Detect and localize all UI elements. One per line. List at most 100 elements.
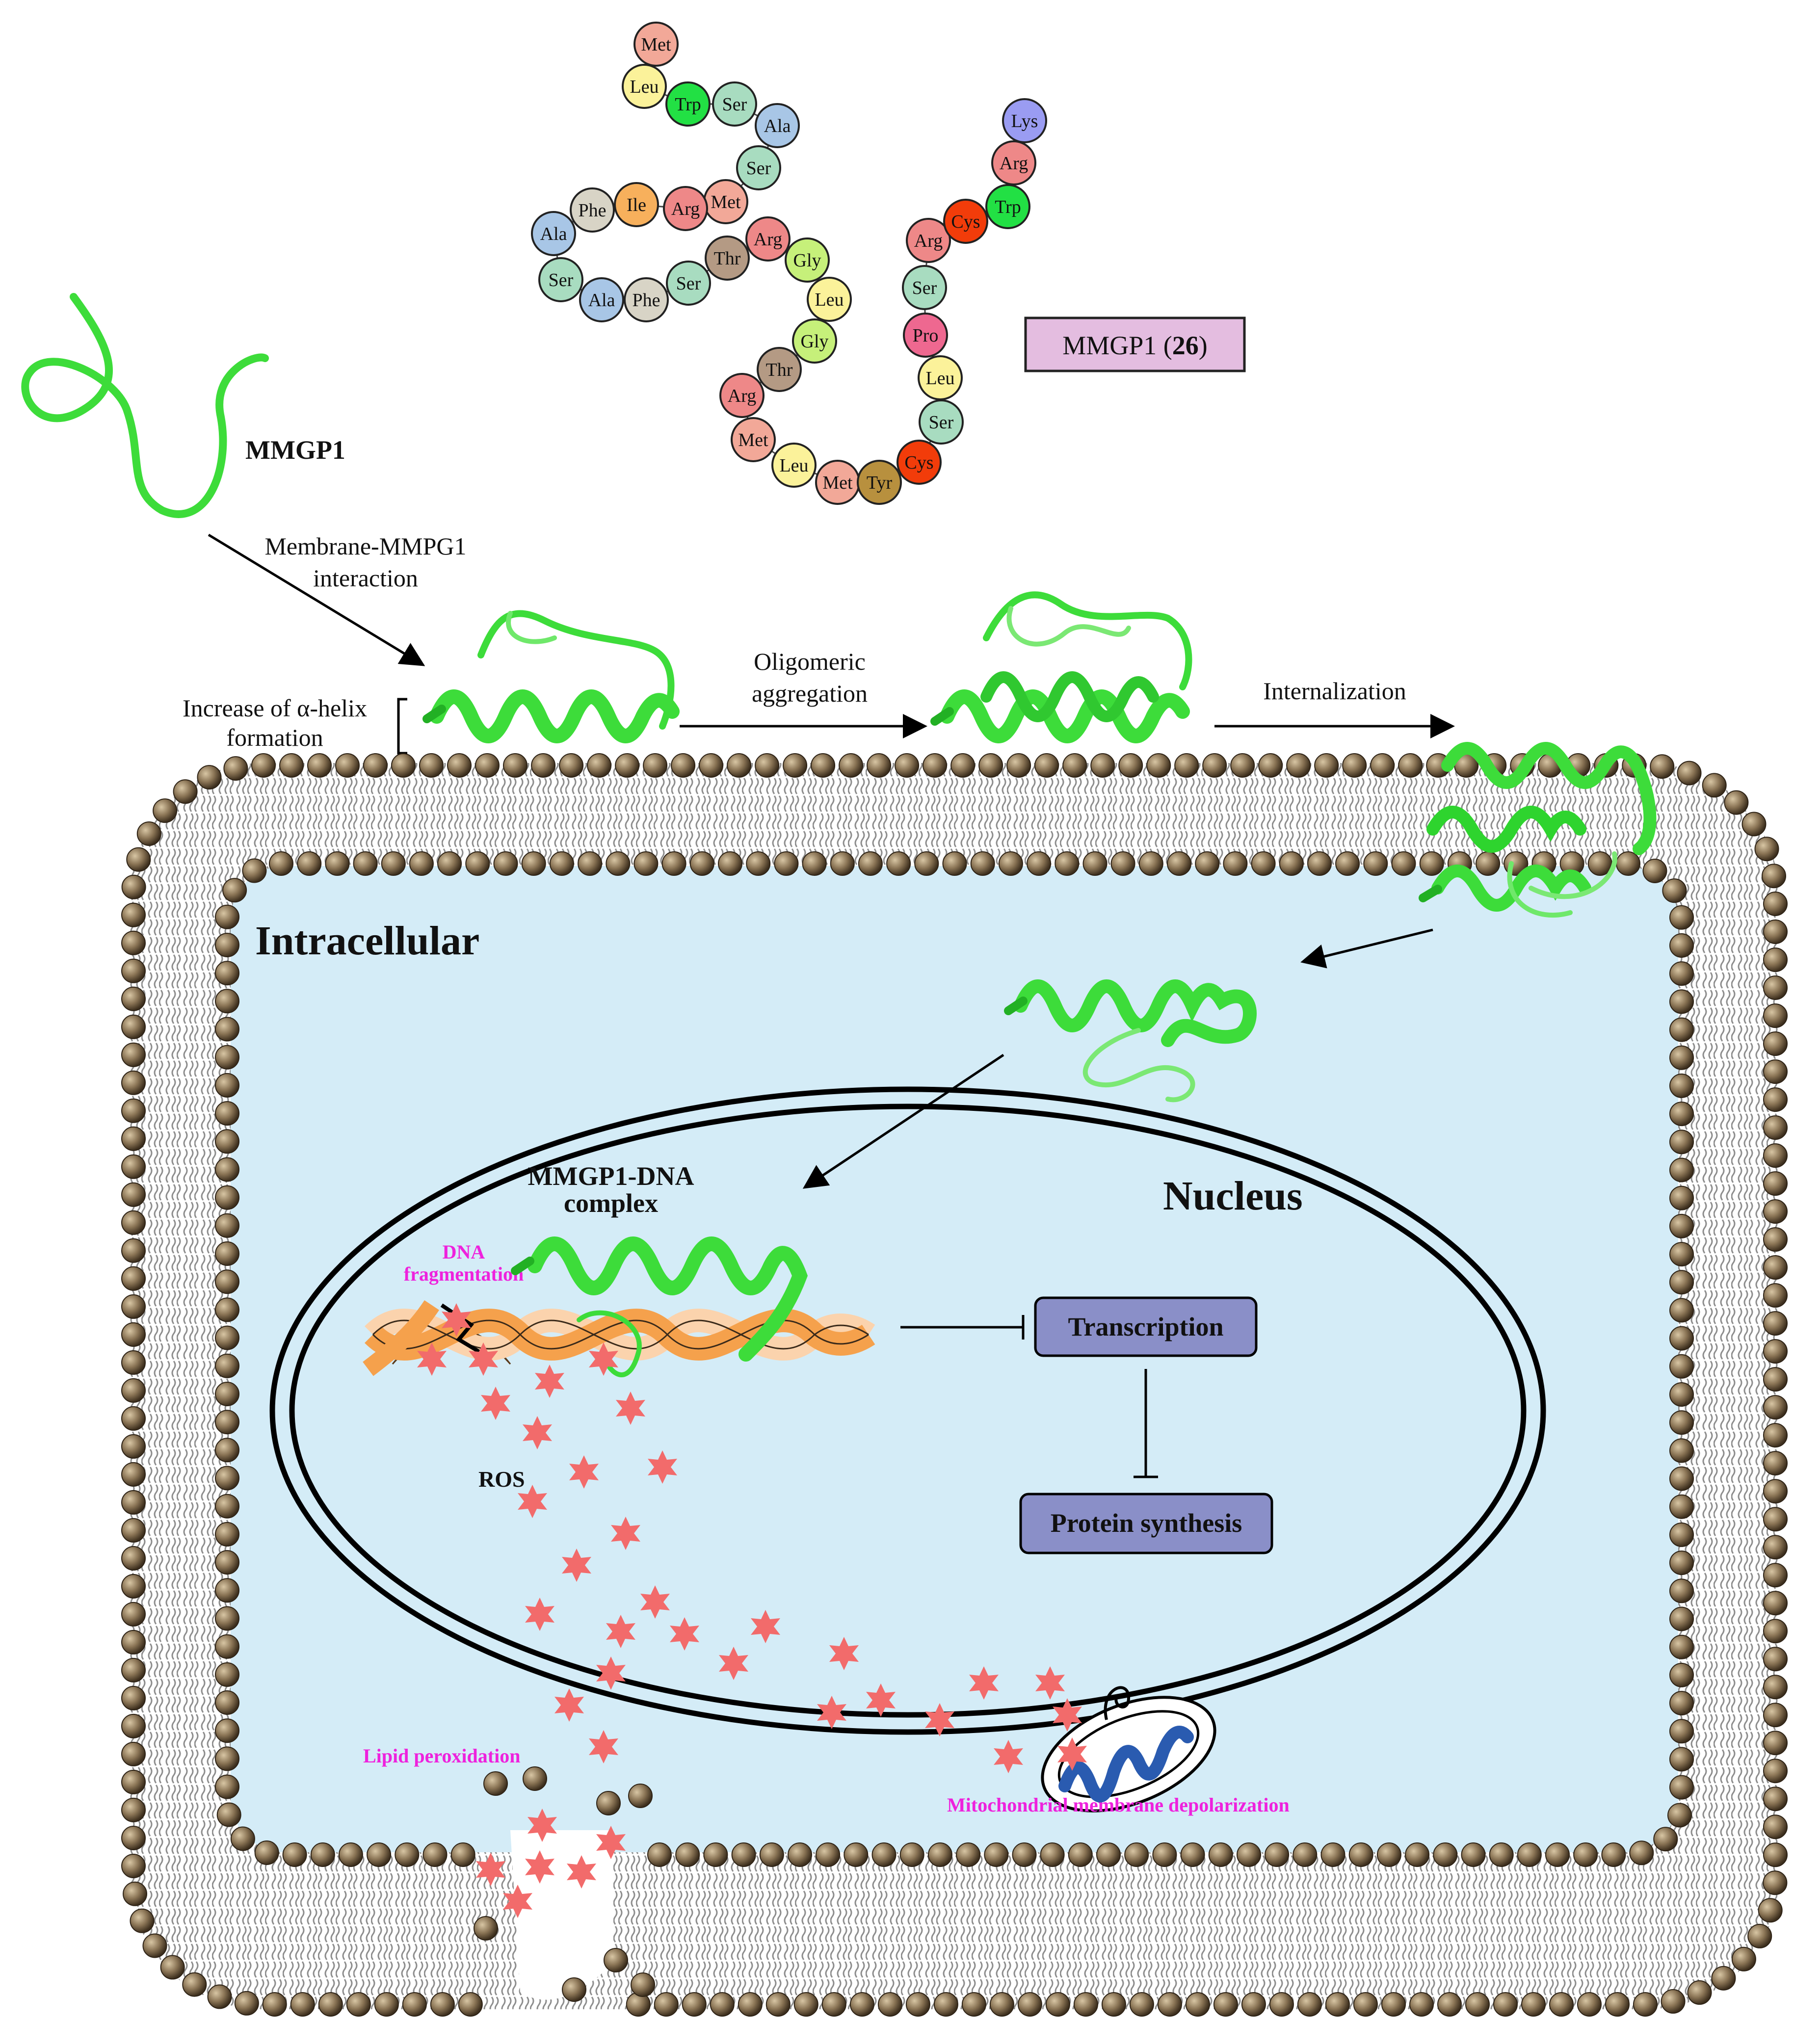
residue-bead: Ile bbox=[614, 182, 659, 227]
lipid-head bbox=[867, 753, 892, 778]
residue-label: Gly bbox=[793, 250, 821, 271]
lipid-head bbox=[1545, 1842, 1570, 1867]
lipid-head bbox=[905, 1992, 930, 2017]
lipid-head bbox=[1763, 1759, 1788, 1784]
membrane-interaction-label-1: Membrane-MMPG1 bbox=[264, 532, 466, 560]
lipid-head bbox=[121, 1713, 146, 1738]
lipid-head bbox=[989, 1992, 1014, 2017]
lipid-head bbox=[1138, 851, 1163, 876]
lipid-head bbox=[1662, 878, 1687, 903]
lipid-head bbox=[121, 1490, 146, 1515]
residue-bead: Ser bbox=[902, 265, 947, 310]
lipid-head bbox=[1763, 947, 1788, 972]
lipid-head bbox=[121, 1685, 146, 1710]
lipid-head bbox=[437, 851, 462, 876]
lipid-head bbox=[1763, 1731, 1788, 1756]
lipid-head bbox=[1763, 1395, 1788, 1420]
lipid-head bbox=[783, 753, 808, 778]
lipid-head bbox=[279, 753, 304, 778]
lipid-head bbox=[1017, 1992, 1042, 2017]
lipid-head bbox=[1669, 1606, 1694, 1631]
lipid-head bbox=[1669, 1466, 1694, 1491]
lipid-head bbox=[1763, 1283, 1788, 1308]
lipid-head bbox=[215, 904, 239, 929]
lipid-head bbox=[269, 851, 293, 876]
lipid-head bbox=[215, 1718, 239, 1743]
lipid-head bbox=[788, 1842, 812, 1867]
lipid-head bbox=[1335, 851, 1360, 876]
lipid-head bbox=[802, 851, 827, 876]
lipid-head bbox=[121, 1518, 146, 1543]
lipid-head bbox=[215, 1690, 239, 1715]
lipid-head bbox=[1307, 851, 1332, 876]
lipid-head bbox=[1669, 1130, 1694, 1155]
lipid-head bbox=[395, 1842, 420, 1867]
oligomer-helices bbox=[930, 591, 1192, 743]
lipid-head bbox=[1493, 1992, 1518, 2017]
lipid-head bbox=[1376, 1842, 1401, 1867]
lipid-head bbox=[961, 1992, 986, 2017]
lipid-head bbox=[654, 1992, 679, 2017]
residue-label: Phe bbox=[579, 200, 607, 221]
lipid-head bbox=[1082, 851, 1108, 876]
lipid-head bbox=[215, 1438, 239, 1463]
residue-bead: Arg bbox=[719, 373, 765, 418]
nucleus-label: Nucleus bbox=[1163, 1173, 1303, 1219]
lipid-head bbox=[1763, 1227, 1788, 1252]
lipid-head bbox=[1667, 1803, 1692, 1828]
membrane-bound-helix bbox=[422, 610, 680, 743]
lipid-head bbox=[1096, 1842, 1121, 1867]
lipid-head bbox=[1195, 851, 1220, 876]
lipid-head bbox=[1577, 1992, 1602, 2017]
residue-label: Phe bbox=[633, 290, 660, 311]
residue-bead: Ala bbox=[579, 277, 624, 322]
lipid-head bbox=[1073, 1992, 1098, 2017]
lipid-head bbox=[230, 1826, 255, 1851]
lipid-head bbox=[1763, 1619, 1788, 1644]
lipid-head bbox=[121, 1546, 146, 1571]
residue-bead: Trp bbox=[985, 184, 1030, 229]
free-peptide-coil bbox=[21, 293, 269, 518]
lipid-head bbox=[430, 1992, 455, 2017]
lipid-head bbox=[215, 1017, 239, 1042]
lipid-head bbox=[1157, 1992, 1182, 2017]
lipid-head bbox=[549, 851, 574, 876]
mitochondrion bbox=[1041, 1686, 1216, 1813]
residue-bead: Phe bbox=[624, 277, 669, 322]
lipid-head bbox=[1353, 1992, 1378, 2017]
lipid-head bbox=[1762, 864, 1786, 889]
lipid-head bbox=[1669, 1775, 1694, 1800]
lipid-head bbox=[1763, 1171, 1788, 1196]
residue-bead: Gly bbox=[785, 237, 830, 283]
lipid-head bbox=[215, 1325, 239, 1350]
lipid-head bbox=[409, 851, 434, 876]
residue-label: Ala bbox=[588, 290, 615, 311]
lipid-head bbox=[1763, 1591, 1788, 1616]
residue-label: Ser bbox=[746, 158, 771, 179]
lipid-head bbox=[1669, 1185, 1694, 1210]
lipid-head bbox=[215, 1494, 239, 1519]
lipid-head bbox=[503, 753, 528, 778]
residue-bead: Thr bbox=[705, 236, 750, 281]
residue-label: Trp bbox=[995, 197, 1021, 217]
lipid-head bbox=[121, 1238, 146, 1263]
lipid-head bbox=[215, 1101, 239, 1126]
lipid-head bbox=[755, 753, 780, 778]
lipid-peroxidation-label: Lipid peroxidation bbox=[363, 1745, 520, 1767]
lipid-head bbox=[1320, 1842, 1345, 1867]
lipid-head bbox=[984, 1842, 1009, 1867]
lipid-head bbox=[877, 1992, 902, 2017]
residue-bead: Met bbox=[703, 179, 748, 224]
internalizing-helices bbox=[1419, 742, 1657, 918]
residue-bead: Ser bbox=[712, 81, 757, 127]
lipid-head bbox=[121, 1797, 146, 1822]
lipid-head bbox=[121, 1266, 146, 1291]
lipid-head bbox=[1763, 920, 1788, 944]
lipid-head bbox=[759, 1842, 784, 1867]
lipid-head bbox=[923, 753, 948, 778]
lipid-head bbox=[1763, 1703, 1788, 1728]
lipid-head bbox=[215, 1550, 239, 1575]
arrow-to-nucleus bbox=[802, 1053, 1004, 1189]
lipid-head bbox=[1669, 1017, 1694, 1042]
lipid-head bbox=[998, 851, 1023, 876]
